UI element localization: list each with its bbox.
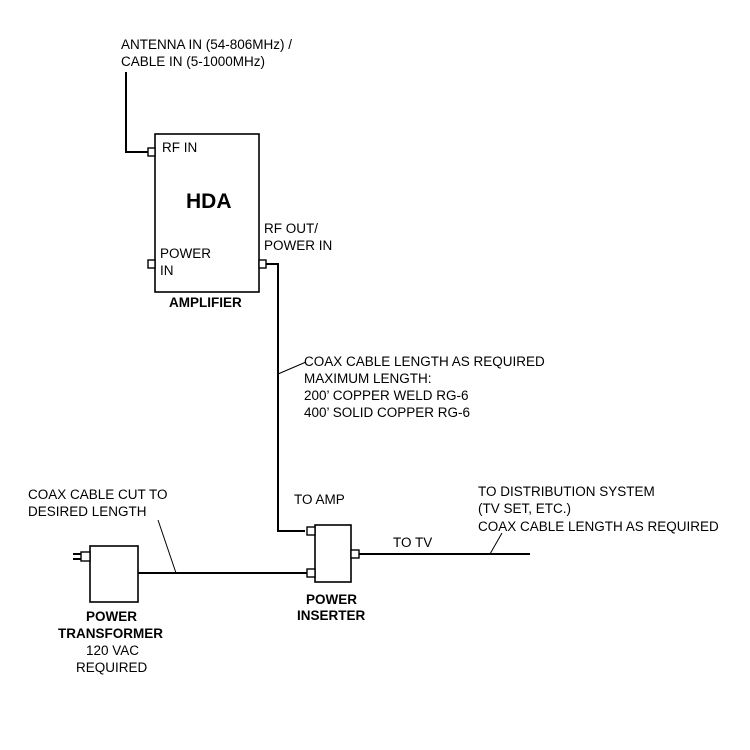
coax-cut-line2: DESIRED LENGTH [28, 504, 147, 519]
antenna-label-line1: ANTENNA IN (54-806MHz) / [121, 37, 292, 52]
to-tv-label: TO TV [393, 535, 432, 550]
to-amp-label: TO AMP [294, 492, 345, 507]
coax-note-line1: COAX CABLE LENGTH AS REQUIRED [304, 354, 545, 369]
coax-note-line3: 200’ COPPER WELD RG-6 [304, 388, 469, 403]
rf-in-label: RF IN [162, 140, 197, 155]
distribution-line1: TO DISTRIBUTION SYSTEM [478, 484, 655, 499]
power-transformer-line4: REQUIRED [76, 660, 148, 675]
amplifier-title: HDA [186, 190, 232, 213]
power-inserter-caption-line1: POWER [306, 592, 357, 607]
power-inserter-box [314, 524, 352, 583]
amp-coax-cable [266, 263, 305, 532]
rf-in-port [147, 147, 156, 157]
coax-note-line2: MAXIMUM LENGTH: [304, 371, 432, 386]
power-transformer-line3: 120 VAC [86, 643, 139, 658]
coax-cut-leader [157, 519, 177, 574]
distribution-leader [489, 532, 503, 555]
inserter-to-amp-port [306, 526, 316, 536]
power-in-label-line2: IN [160, 263, 174, 278]
amplifier-box [154, 133, 260, 293]
distribution-line2: (TV SET, ETC.) [478, 501, 571, 516]
rf-out-label-line2: POWER IN [264, 238, 332, 253]
power-transformer-box [89, 545, 139, 603]
power-transformer-line2: TRANSFORMER [58, 626, 163, 641]
power-inserter-caption-line2: INSERTER [297, 608, 366, 623]
coax-note-leader [277, 361, 307, 375]
transformer-plug-body [80, 551, 91, 562]
inserter-power-port [306, 568, 316, 578]
coax-note-line4: 400’ SOLID COPPER RG-6 [304, 405, 470, 420]
antenna-feed-line [125, 72, 148, 153]
coax-cut-line1: COAX CABLE CUT TO [28, 487, 168, 502]
power-transformer-line1: POWER [86, 609, 137, 624]
antenna-label-line2: CABLE IN (5-1000MHz) [121, 54, 265, 69]
power-in-label-line1: POWER [160, 246, 211, 261]
amplifier-caption: AMPLIFIER [169, 295, 242, 310]
distribution-line3: COAX CABLE LENGTH AS REQUIRED [478, 519, 719, 534]
power-in-port [147, 259, 156, 269]
inserter-to-tv-port [350, 549, 360, 559]
rf-out-port [258, 259, 267, 269]
rf-out-label-line1: RF OUT/ [264, 221, 318, 236]
